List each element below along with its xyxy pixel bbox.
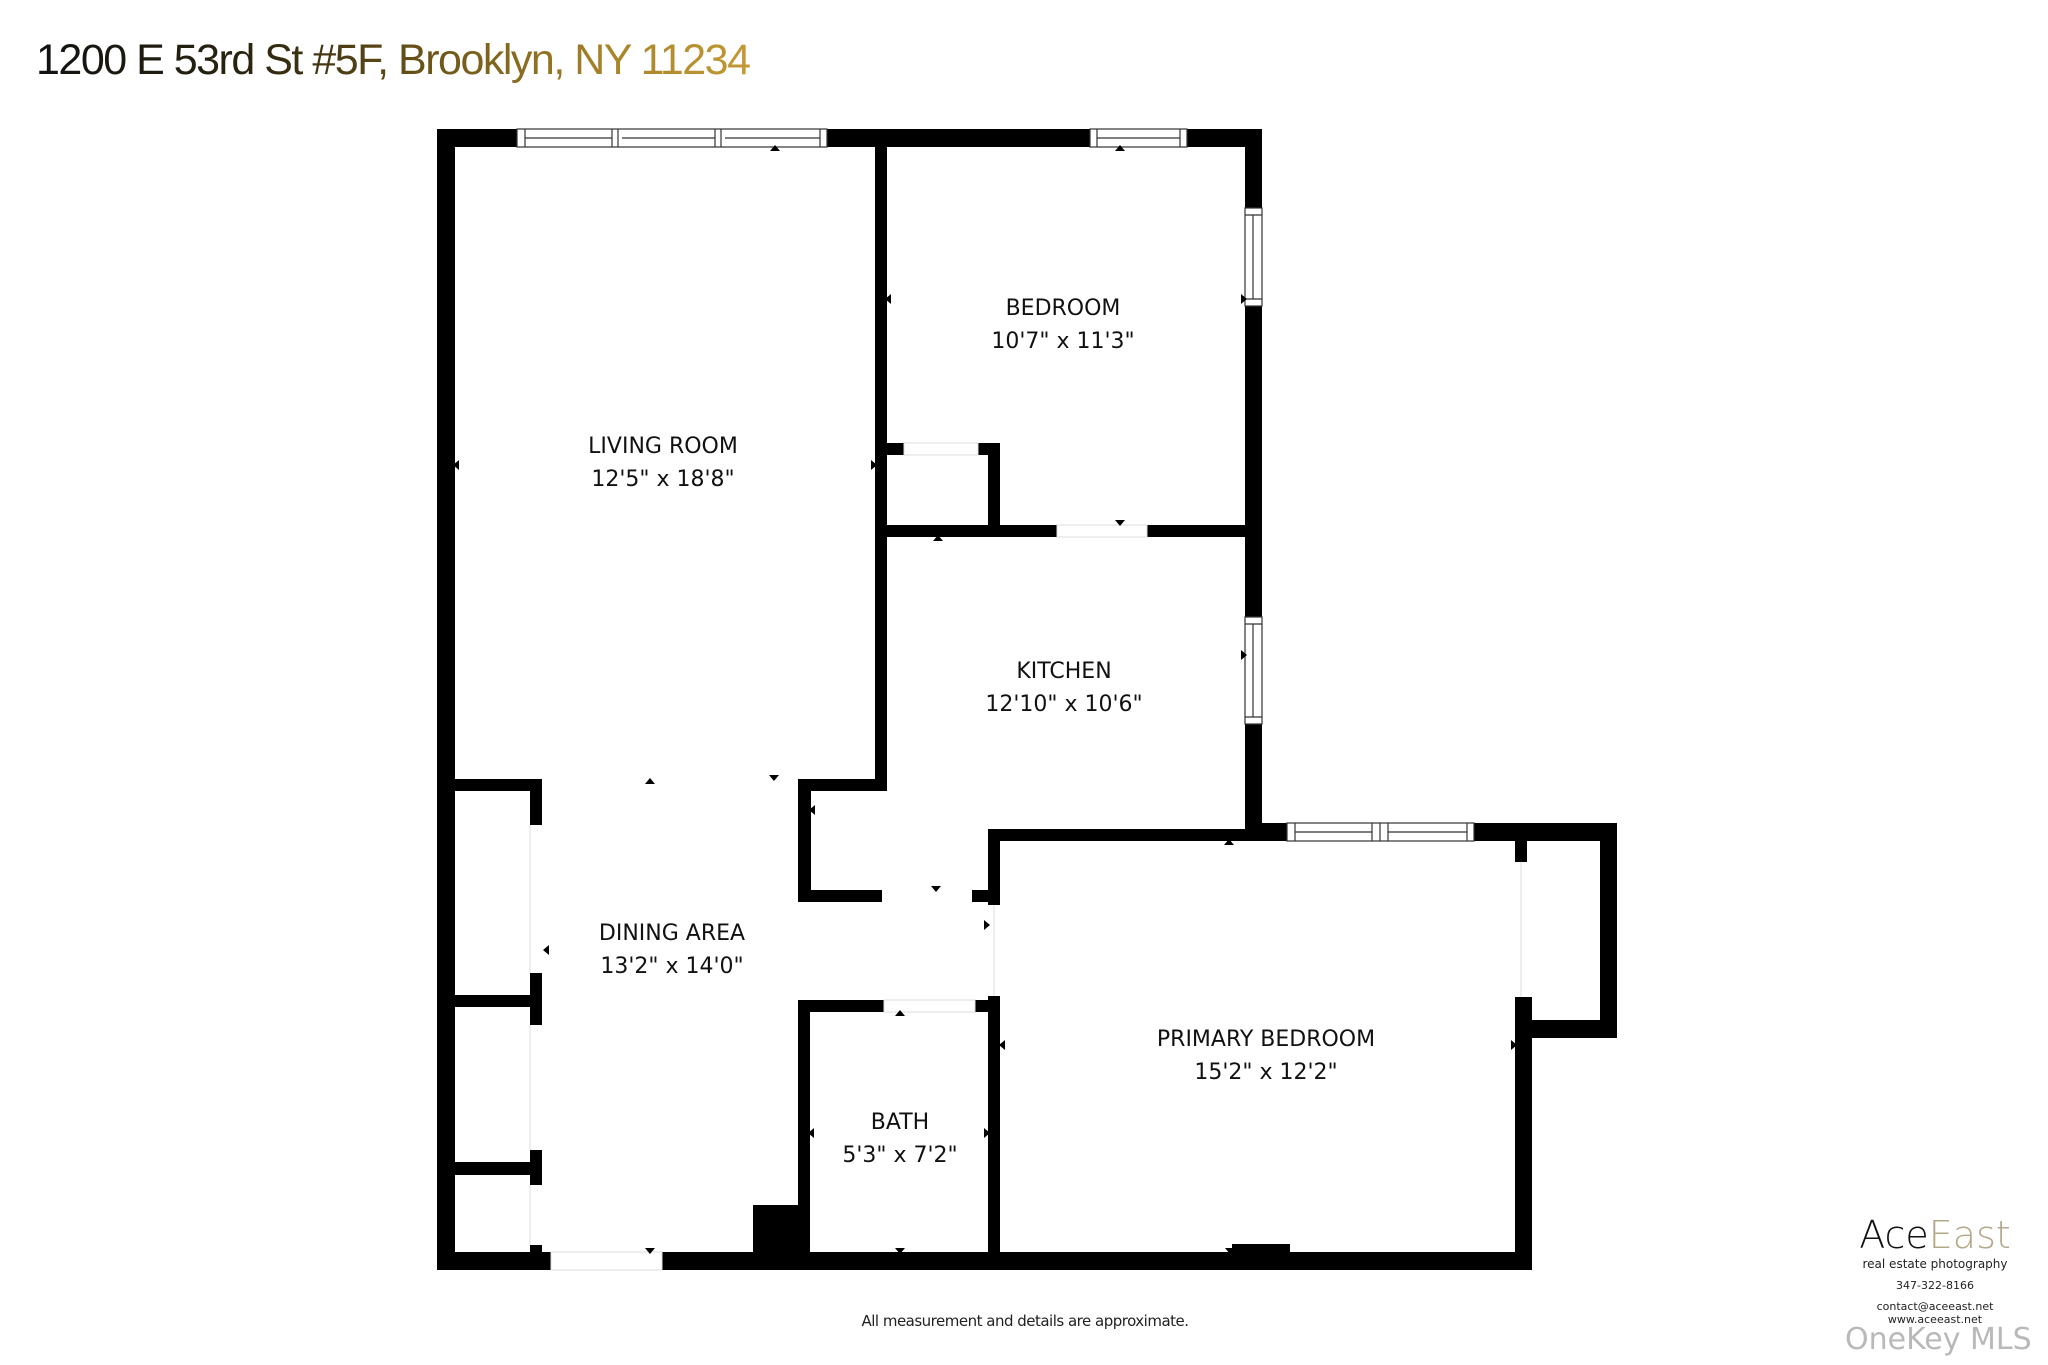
measurement-disclaimer: All measurement and details are approxim… xyxy=(861,1312,1189,1330)
room-label-living-room: LIVING ROOM 12'5" x 18'8" xyxy=(588,430,738,496)
listing-address-title: 1200 E 53rd St #5F, Brooklyn, NY 11234 xyxy=(36,36,751,84)
room-label-dining-area: DINING AREA 13'2" x 14'0" xyxy=(599,917,745,983)
room-label-kitchen: KITCHEN 12'10" x 10'6" xyxy=(985,655,1142,721)
windows xyxy=(516,128,1475,842)
logo-tagline: real estate photography xyxy=(1862,1257,2008,1271)
room-dimensions: 12'5" x 18'8" xyxy=(591,467,735,492)
room-dimensions: 15'2" x 12'2" xyxy=(1194,1060,1338,1085)
logo-word-east: East xyxy=(1928,1213,2011,1257)
room-name: DINING AREA xyxy=(598,921,746,946)
walls xyxy=(437,129,1617,1270)
room-label-primary-bedroom: PRIMARY BEDROOM 15'2" x 12'2" xyxy=(1157,1023,1375,1089)
logo-phone: 347-322-8166 xyxy=(1896,1279,1974,1292)
mls-watermark: OneKey MLS xyxy=(1845,1322,2032,1357)
room-label-bedroom: BEDROOM 10'7" x 11'3" xyxy=(991,292,1134,358)
room-name: BEDROOM xyxy=(1005,296,1121,321)
photographer-logo: AceEast real estate photography 347-322-… xyxy=(1840,1215,2030,1326)
room-name: BATH xyxy=(870,1110,930,1135)
room-dimensions: 5'3" x 7'2" xyxy=(842,1143,958,1168)
logo-website: www.aceeast.net xyxy=(1887,1313,1983,1326)
room-name: KITCHEN xyxy=(1016,659,1112,684)
door-openings xyxy=(529,442,1522,1271)
logo-word-ace: Ace xyxy=(1859,1213,1929,1257)
logo-email: contact@aceeast.net xyxy=(1876,1300,1994,1313)
logo-wordmark: AceEast xyxy=(1840,1215,2030,1255)
room-dimensions: 10'7" x 11'3" xyxy=(991,329,1135,354)
room-name: PRIMARY BEDROOM xyxy=(1156,1027,1376,1052)
room-name: LIVING ROOM xyxy=(588,434,738,459)
room-dimensions: 12'10" x 10'6" xyxy=(985,692,1143,717)
measurement-markers xyxy=(453,145,1517,1254)
room-label-bath: BATH 5'3" x 7'2" xyxy=(842,1106,957,1172)
room-dimensions: 13'2" x 14'0" xyxy=(600,954,744,979)
